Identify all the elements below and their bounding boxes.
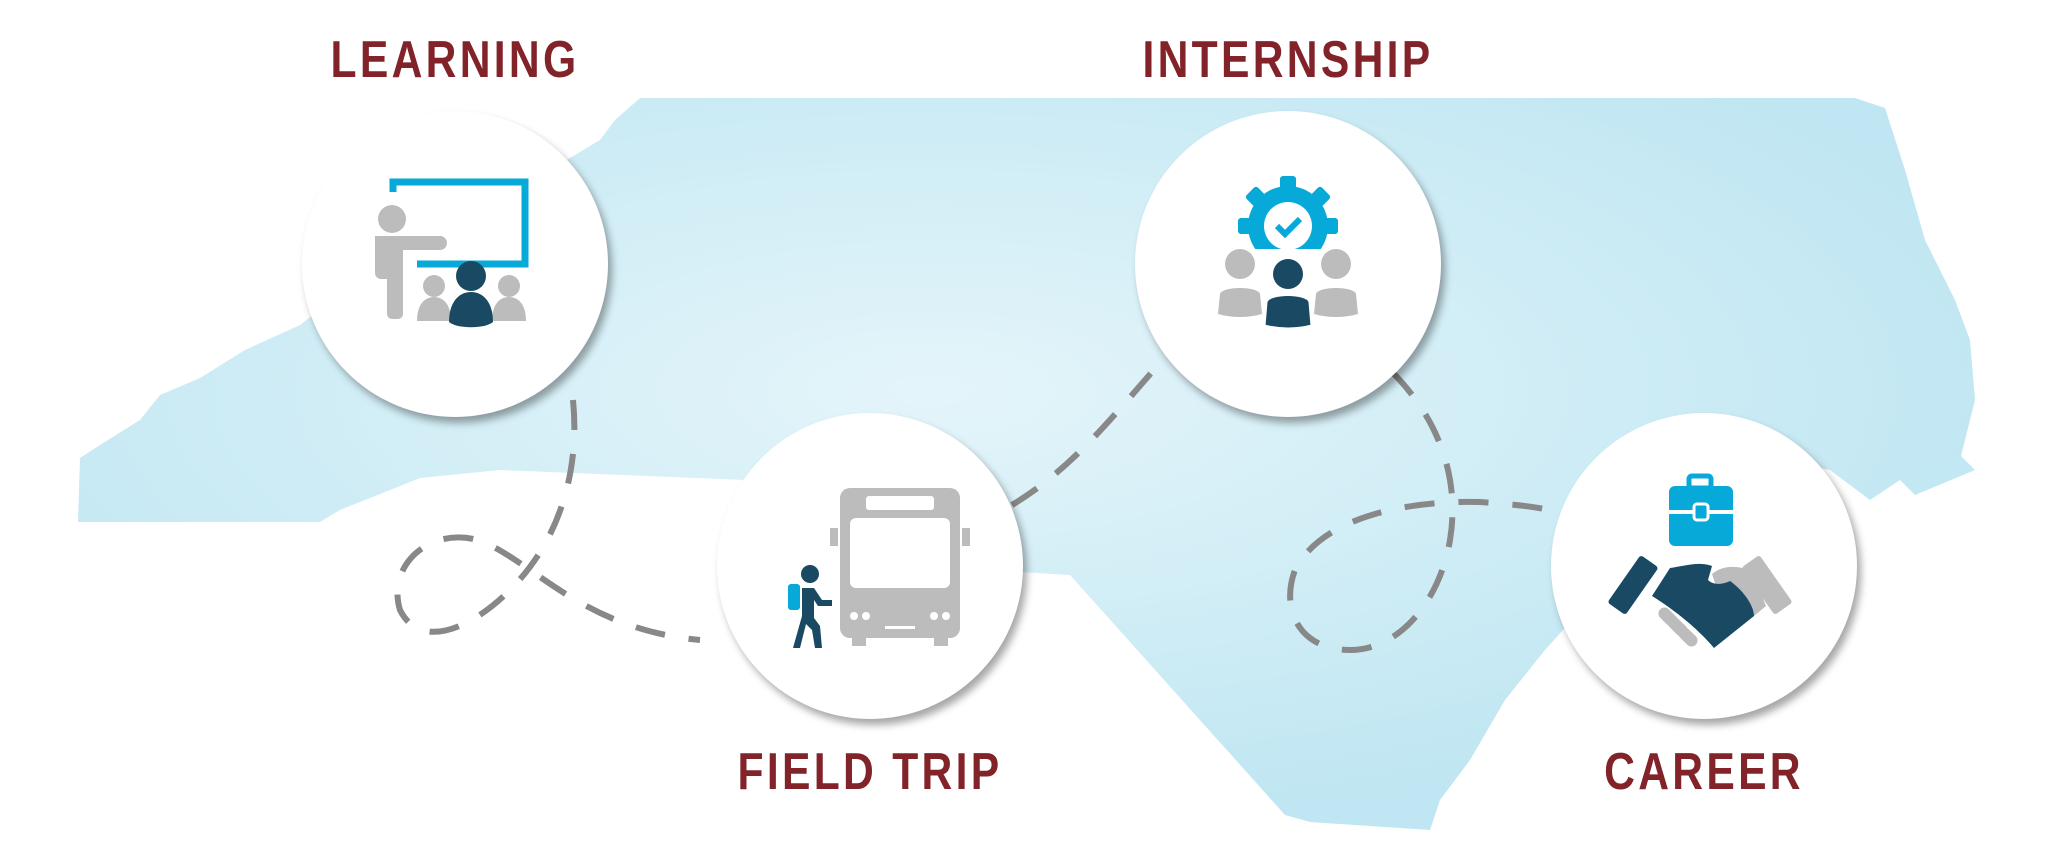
stage-label-internship: INTERNSHIP [1142, 31, 1434, 89]
teacher-classroom-icon [375, 178, 529, 328]
stage-label-career: CAREER [1604, 743, 1804, 801]
path-fieldtrip-to-internship [1010, 370, 1155, 508]
path-learning-to-fieldtrip [394, 399, 701, 643]
bus-student-icon [788, 488, 970, 648]
team-gear-icon [1218, 176, 1358, 331]
outer-banks-island [1900, 455, 1975, 495]
stage-node-learning [302, 111, 608, 417]
stage-node-career [1551, 413, 1857, 719]
stage-label-learning: LEARNING [330, 31, 580, 89]
stage-node-field-trip [717, 413, 1023, 719]
stage-label-field-trip: FIELD TRIP [737, 743, 1003, 801]
handshake-briefcase-icon [1608, 473, 1792, 648]
stage-node-internship [1135, 111, 1441, 417]
path-internship-to-career [1287, 369, 1551, 654]
